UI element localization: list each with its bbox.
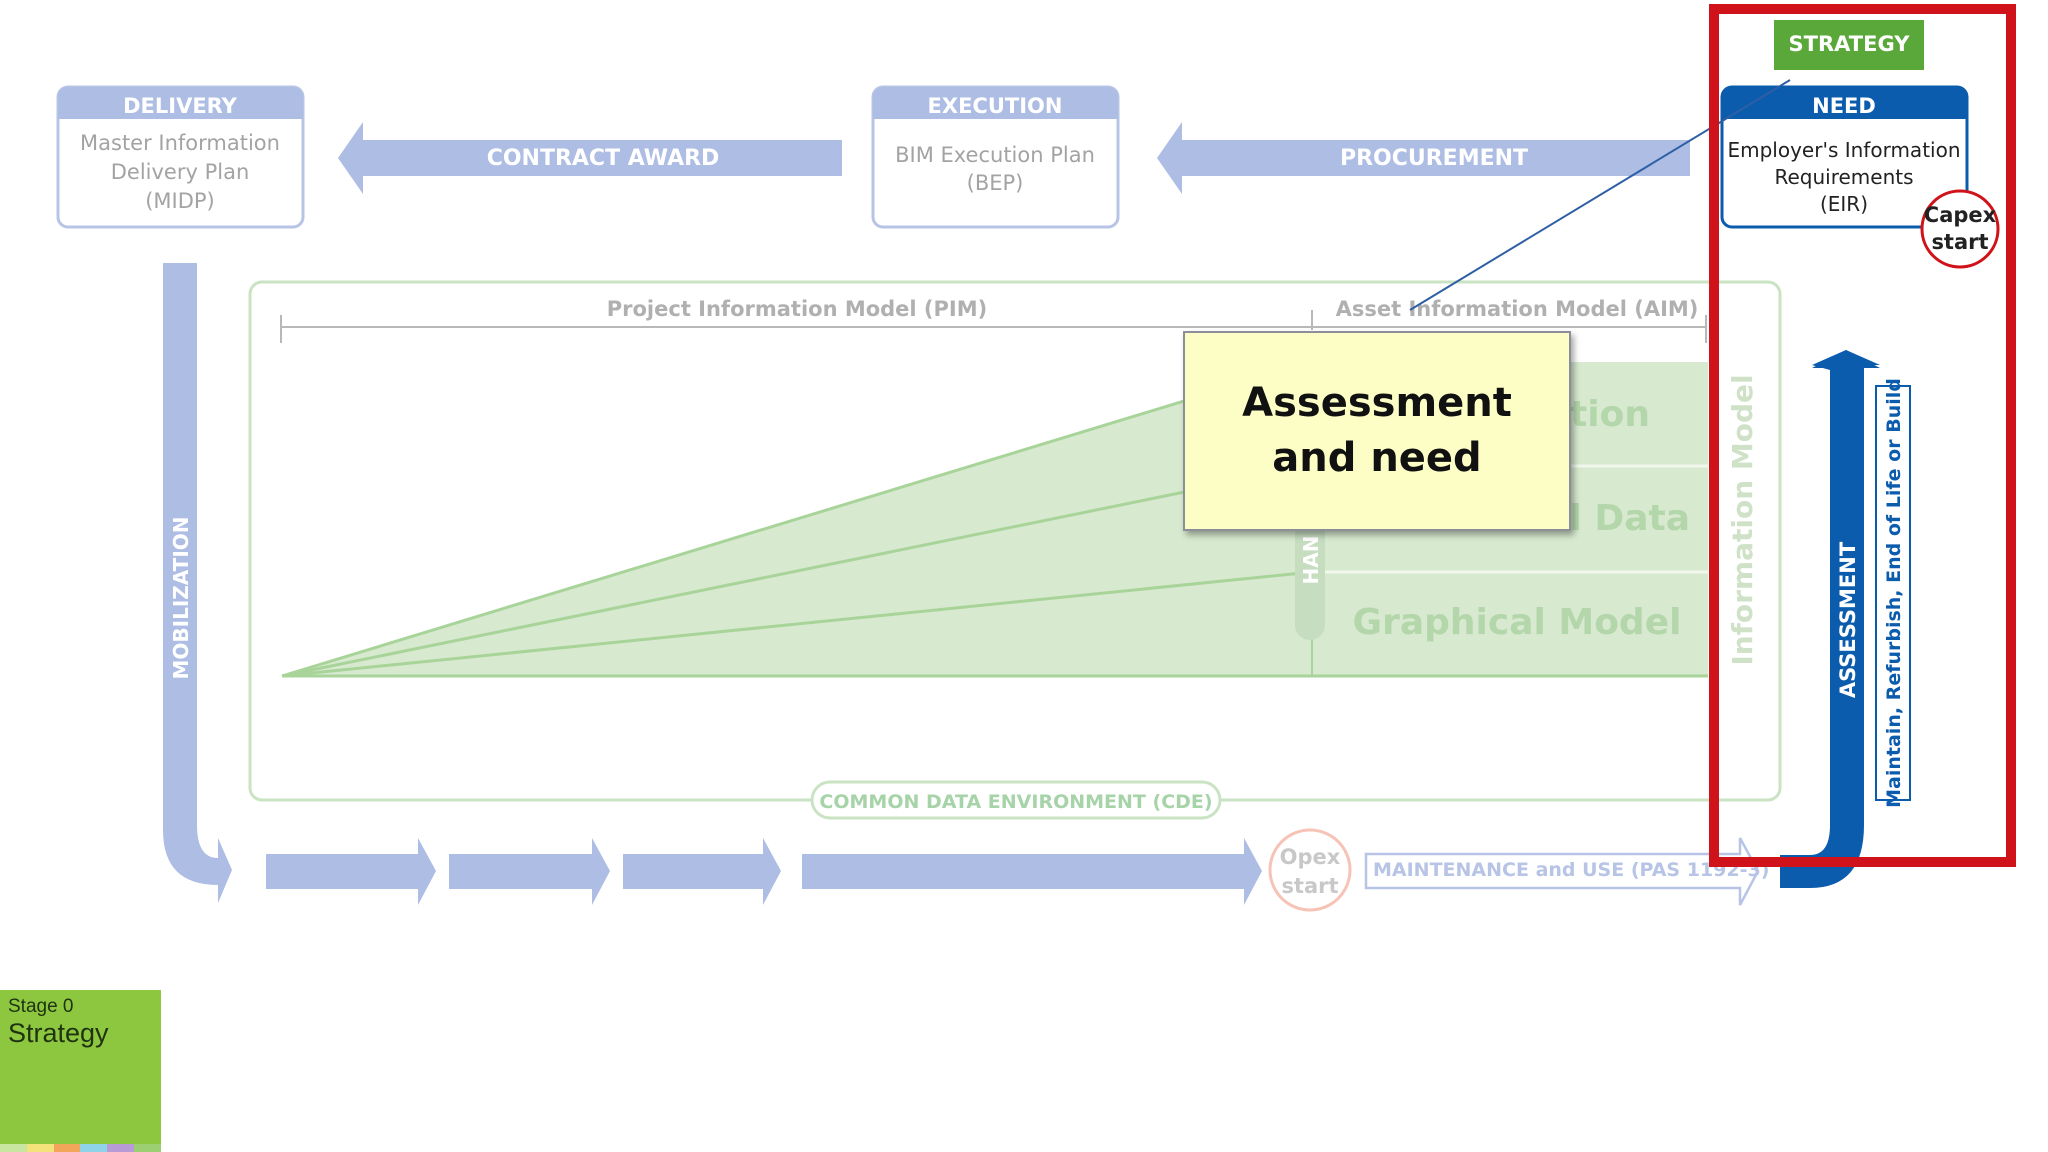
maintenance-label: MAINTENANCE and USE (PAS 1192-3): [1373, 859, 1769, 881]
delivery-box: DELIVERY Master Information Delivery Pla…: [56, 85, 305, 229]
model-scale: Project Information Model (PIM) Asset In…: [280, 297, 1707, 343]
strategy-title: STRATEGY: [1789, 32, 1911, 56]
cde-frame: COMMON DATA ENVIRONMENT (CDE): [248, 280, 1782, 820]
opex-line-2: start: [1281, 874, 1338, 898]
stage-color-strip: [0, 1144, 161, 1152]
stage-tile: Stage 0 Strategy: [0, 990, 161, 1152]
assessment-callout: Assessment and need: [1183, 331, 1571, 531]
need-title: NEED: [1812, 94, 1876, 118]
maintain-label-box: Maintain, Refurbish, End of Life or Buil…: [1875, 378, 1911, 808]
stage-name: Strategy: [8, 1018, 109, 1048]
delivery-title: DELIVERY: [123, 94, 238, 118]
maintenance-arrow: MAINTENANCE and USE (PAS 1192-3): [1364, 837, 1769, 906]
stage-chevrons: [266, 838, 1262, 905]
need-box: NEED Employer's Information Requirements…: [1720, 85, 1969, 229]
cde-label: COMMON DATA ENVIRONMENT (CDE): [819, 791, 1212, 813]
graphical-model-label: Graphical Model: [1353, 602, 1682, 643]
delivery-line-3: (MIDP): [145, 189, 215, 213]
assessment-arrow: ASSESSMENT: [1780, 350, 1880, 888]
procurement-label: PROCUREMENT: [1340, 146, 1528, 171]
capex-line-1: Capex: [1924, 203, 1997, 227]
delivery-line-1: Master Information: [80, 131, 280, 155]
need-line-2: Requirements: [1774, 165, 1913, 189]
delivery-line-2: Delivery Plan: [111, 160, 250, 184]
opex-line-1: Opex: [1280, 845, 1341, 869]
assessment-label: ASSESSMENT: [1836, 541, 1860, 698]
execution-line-1: BIM Execution Plan: [895, 143, 1095, 167]
aim-label: Asset Information Model (AIM): [1336, 297, 1699, 321]
mobilization-arrow: MOBILIZATION: [163, 263, 232, 903]
execution-line-2: (BEP): [967, 171, 1024, 195]
capex-start-badge: Capex start: [1920, 189, 2000, 269]
maintain-label: Maintain, Refurbish, End of Life or Buil…: [1883, 378, 1905, 808]
callout-pointer: [1409, 79, 1791, 311]
execution-title: EXECUTION: [928, 94, 1063, 118]
strategy-tab: STRATEGY: [1774, 20, 1924, 70]
execution-box: EXECUTION BIM Execution Plan (BEP): [871, 85, 1120, 229]
need-line-1: Employer's Information: [1727, 138, 1960, 162]
opex-start-badge: Opex start: [1268, 828, 1352, 912]
mobilization-label: MOBILIZATION: [169, 516, 193, 679]
pim-label: Project Information Model (PIM): [607, 297, 987, 321]
handover-fragment: HAN: [1299, 536, 1323, 585]
strategy-highlight-frame: [1709, 4, 2016, 867]
procurement-arrow: PROCUREMENT: [1157, 122, 1690, 194]
callout-text: Assessment and need: [1242, 380, 1512, 481]
need-line-3: (EIR): [1820, 192, 1868, 216]
contract-award-label: CONTRACT AWARD: [487, 146, 720, 171]
contract-award-arrow: CONTRACT AWARD: [338, 122, 842, 194]
capex-line-2: start: [1931, 230, 1988, 254]
stage-number: Stage 0: [8, 996, 74, 1017]
information-model-label: Information Model: [1726, 374, 1759, 665]
